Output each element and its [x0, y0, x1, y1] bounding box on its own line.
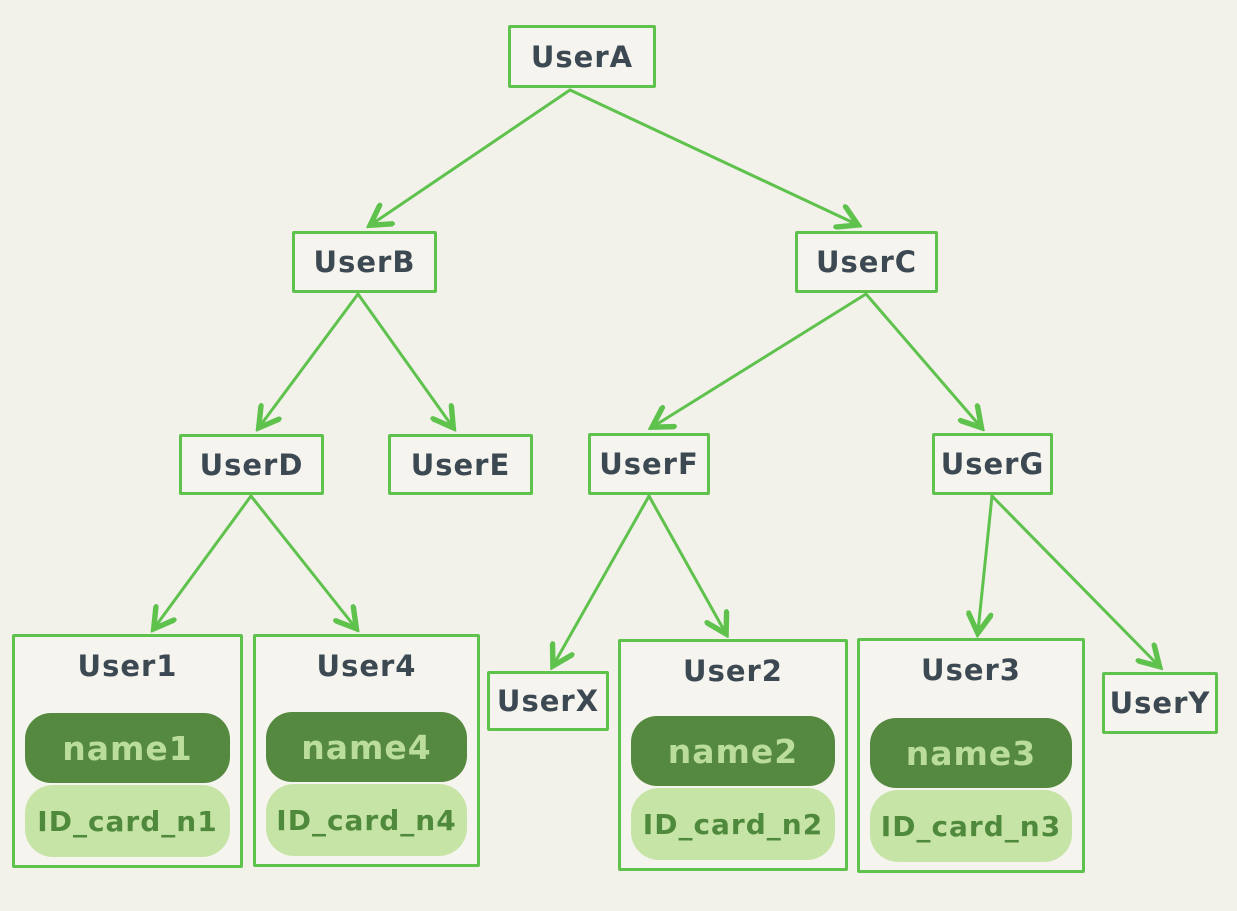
- card-user1-id-badge: ID_card_n1: [25, 785, 230, 857]
- edge-userA-userC: [568, 88, 856, 224]
- edge-userG-userY: [990, 494, 1158, 665]
- node-userA: UserA: [508, 25, 656, 88]
- node-userA-label: UserA: [530, 39, 634, 74]
- edge-userC-userF: [654, 292, 868, 426]
- card-user2-title: User2: [683, 654, 783, 688]
- node-userC: UserC: [795, 231, 938, 293]
- edge-userA-userB: [372, 88, 572, 224]
- edge-userC-userG: [864, 292, 980, 426]
- node-userY-label: UserY: [1109, 686, 1211, 720]
- card-user4-id-badge: ID_card_n4: [266, 784, 467, 856]
- node-userG-label: UserG: [940, 447, 1045, 481]
- node-userF: UserF: [588, 433, 710, 495]
- card-user3-name-badge: name3: [870, 718, 1072, 788]
- edge-userD-user1: [155, 494, 253, 627]
- node-userX-label: UserX: [496, 684, 600, 718]
- edge-userD-user4: [249, 494, 355, 627]
- node-userB: UserB: [292, 231, 437, 293]
- node-userE: UserE: [388, 434, 533, 495]
- node-userD-label: UserD: [199, 447, 304, 482]
- card-user3-id-badge: ID_card_n3: [870, 790, 1072, 862]
- node-userC-label: UserC: [815, 245, 918, 279]
- card-user2-id-badge: ID_card_n2: [631, 788, 835, 860]
- card-user2: User2 name2 ID_card_n2: [618, 639, 848, 871]
- card-user3: User3 name3 ID_card_n3: [857, 638, 1085, 873]
- card-user1: User1 name1 ID_card_n1: [12, 634, 243, 868]
- card-user4-name-badge: name4: [266, 712, 467, 782]
- edge-userF-user2: [647, 494, 725, 632]
- node-userY: UserY: [1102, 672, 1218, 734]
- card-user4-title: User4: [316, 649, 417, 683]
- card-user1-badges: name1 ID_card_n1: [25, 713, 230, 857]
- card-user2-name-badge: name2: [631, 716, 835, 786]
- node-userB-label: UserB: [313, 245, 416, 279]
- node-userE-label: UserE: [410, 447, 511, 482]
- card-user4-badges: name4 ID_card_n4: [266, 712, 467, 856]
- card-user3-badges: name3 ID_card_n3: [870, 718, 1072, 862]
- card-user1-title: User1: [77, 649, 178, 683]
- card-user3-title: User3: [921, 653, 1021, 687]
- card-user1-name-badge: name1: [25, 713, 230, 783]
- edge-userB-userD: [260, 292, 360, 426]
- edge-userG-user3: [978, 494, 992, 631]
- card-user4: User4 name4 ID_card_n4: [253, 634, 480, 867]
- node-userF-label: UserF: [599, 447, 699, 481]
- card-user2-badges: name2 ID_card_n2: [631, 716, 835, 860]
- node-userD: UserD: [179, 434, 324, 495]
- edge-userF-userX: [554, 494, 651, 664]
- node-userX: UserX: [487, 671, 609, 731]
- edge-userB-userE: [356, 292, 452, 426]
- node-userG: UserG: [932, 433, 1053, 495]
